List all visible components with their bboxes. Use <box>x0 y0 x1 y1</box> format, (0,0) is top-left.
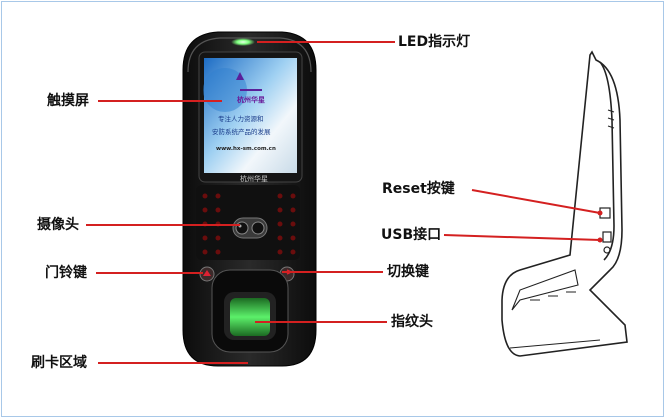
label-reset-key: Reset按键 <box>382 181 455 197</box>
device-front <box>182 31 317 367</box>
label-usb-port: USB接口 <box>381 227 442 243</box>
screen-brand: 杭州华星 <box>237 96 265 104</box>
screen-url: www.hx-sm.com.cn <box>216 146 276 152</box>
label-touchscreen: 触摸屏 <box>47 93 89 109</box>
screen-line2: 安防系统产品的发展 <box>212 128 271 136</box>
camera <box>232 217 268 239</box>
label-camera: 摄像头 <box>37 217 79 233</box>
device-side-view <box>501 50 628 357</box>
led-indicator <box>231 38 255 46</box>
label-led-indicator: LED指示灯 <box>398 34 471 50</box>
screen-line1: 专注人力资源和 <box>218 115 264 123</box>
leader-reset <box>471 189 601 214</box>
leader-usb <box>443 234 601 241</box>
label-doorbell-key: 门铃键 <box>45 265 87 281</box>
leader-lines <box>86 41 601 364</box>
fingerprint-sensor[interactable] <box>211 269 289 353</box>
label-card-area: 刷卡区域 <box>31 355 87 371</box>
label-fingerprint-head: 指纹头 <box>391 314 433 330</box>
label-switch-key: 切换键 <box>387 264 429 280</box>
device-brand: 杭州华星 <box>240 175 268 183</box>
